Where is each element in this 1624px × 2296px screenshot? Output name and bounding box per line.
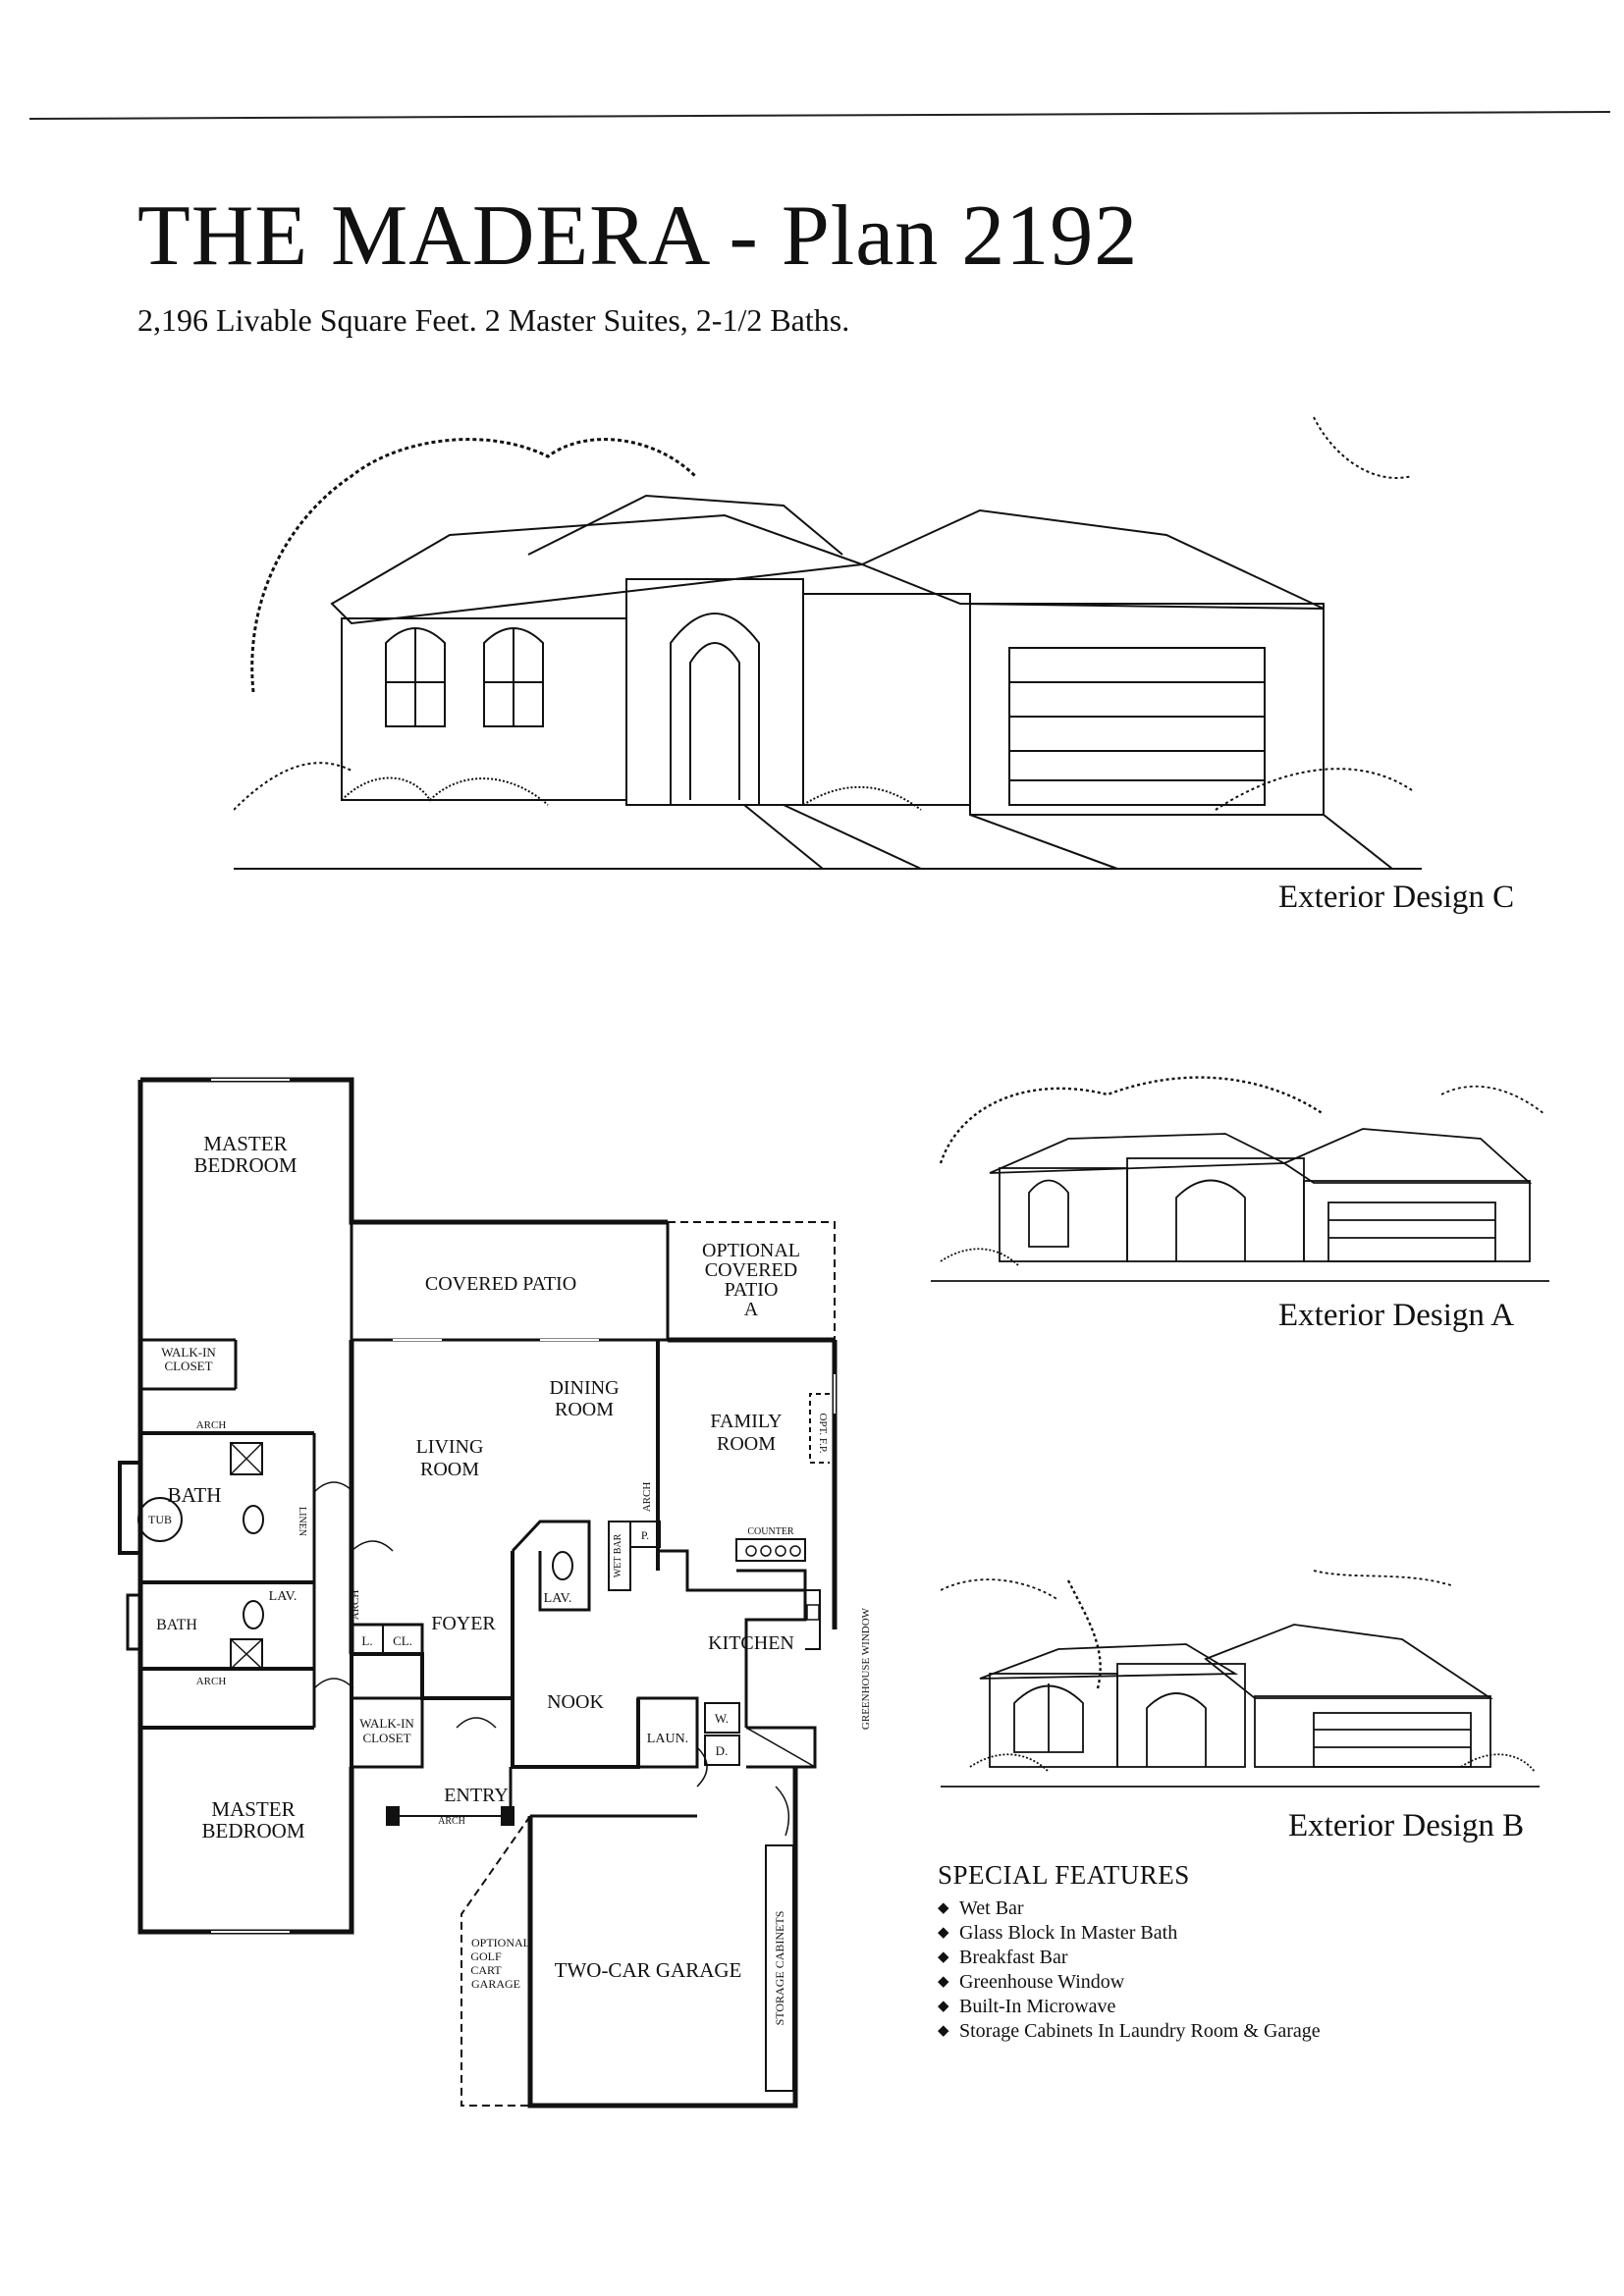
feature-item: Wet Bar (938, 1896, 1566, 1921)
storage-cabinets-label: STORAGE CABINETS (773, 1911, 786, 2026)
feature-item: Storage Cabinets In Laundry Room & Garag… (938, 2019, 1566, 2044)
golf-cart-garage-label-3: CART (470, 1963, 502, 1977)
top-rule (28, 110, 1610, 120)
special-features-list: Wet Bar Glass Block In Master Bath Break… (938, 1896, 1566, 2044)
special-features-heading: SPECIAL FEATURES (938, 1860, 1190, 1890)
golf-cart-garage-label-4: GARAGE (471, 1977, 520, 1991)
optional-patio-label: OPTIONAL (702, 1240, 800, 1261)
two-car-garage-label: TWO-CAR GARAGE (555, 1958, 742, 1982)
tub-label: TUB (148, 1513, 172, 1526)
living-room-label-2: ROOM (420, 1459, 479, 1480)
dryer-label: D. (716, 1743, 729, 1758)
feature-item: Glass Block In Master Bath (938, 1921, 1566, 1946)
golf-cart-garage-label-2: GOLF (470, 1949, 502, 1963)
bath-top-label: BATH (168, 1483, 222, 1507)
walk-in-closet-top-label-2: CLOSET (164, 1359, 212, 1373)
opt-fp-label: OPT. F.P. (817, 1413, 829, 1453)
covered-patio-label: COVERED PATIO (425, 1273, 576, 1295)
pantry-label: P. (641, 1528, 649, 1542)
optional-patio-label-2: COVERED (705, 1259, 797, 1281)
exterior-design-a-caption: Exterior Design A (1278, 1298, 1515, 1333)
tub-fixture (137, 1497, 183, 1542)
floor-plan: MASTER BEDROOM WALK-IN CLOSET ARCH BATH … (118, 1077, 872, 2109)
exterior-design-a-rendering (931, 1076, 1549, 1282)
family-room-label: FAMILY (710, 1411, 782, 1432)
greenhouse-window-label: GREENHOUSE WINDOW (860, 1607, 872, 1730)
dining-room-label: DINING (549, 1377, 619, 1399)
walk-in-closet-mid-label: WALK-IN (359, 1716, 414, 1731)
arch-living-label: ARCH (350, 1590, 361, 1621)
optional-patio-label-3: PATIO (725, 1279, 779, 1301)
feature-item: Built-In Microwave (938, 1995, 1566, 2019)
arch-top-label: ARCH (196, 1419, 227, 1431)
exterior-design-b-rendering (941, 1570, 1540, 1788)
linen-closet-label: L. (361, 1633, 372, 1648)
nook-label: NOOK (547, 1691, 604, 1713)
exterior-design-c-rendering (234, 416, 1422, 870)
laundry-label: LAUN. (647, 1732, 688, 1746)
master-bedroom-bottom-label: MASTER (211, 1797, 295, 1821)
arch-entry-label: ARCH (438, 1816, 465, 1827)
special-features: SPECIAL FEATURES Wet Bar Glass Block In … (938, 1860, 1566, 2044)
lav-left-label: LAV. (269, 1589, 298, 1604)
master-bedroom-bottom-label-2: BEDROOM (201, 1819, 304, 1842)
family-room-label-2: ROOM (717, 1433, 776, 1455)
page-subtitle: 2,196 Livable Square Feet. 2 Master Suit… (137, 302, 850, 338)
arch-dining-label: ARCH (641, 1482, 653, 1513)
counter-label: COUNTER (747, 1526, 794, 1537)
master-bedroom-top-label-2: BEDROOM (193, 1153, 297, 1177)
bath-bottom-label: BATH (156, 1617, 197, 1633)
golf-cart-garage-label: OPTIONAL (471, 1936, 530, 1949)
feature-item: Breakfast Bar (938, 1946, 1566, 1970)
living-room-label: LIVING (416, 1436, 484, 1458)
arch-bottom-label: ARCH (196, 1676, 227, 1687)
optional-patio-label-4: A (744, 1299, 759, 1320)
walk-in-closet-mid-label-2: CLOSET (362, 1731, 410, 1745)
wet-bar-label: WET BAR (613, 1533, 623, 1577)
coat-closet-label: CL. (393, 1633, 412, 1648)
kitchen-label: KITCHEN (708, 1632, 794, 1654)
entry-label: ENTRY (444, 1785, 509, 1806)
master-bedroom-top-label: MASTER (203, 1132, 287, 1155)
washer-label: W. (715, 1711, 729, 1726)
foyer-label: FOYER (431, 1613, 496, 1634)
dining-room-label-2: ROOM (555, 1399, 614, 1420)
walk-in-closet-top-label: WALK-IN (161, 1345, 216, 1360)
feature-item: Greenhouse Window (938, 1970, 1566, 1995)
exterior-design-c-caption: Exterior Design C (1278, 880, 1515, 915)
exterior-design-b-caption: Exterior Design B (1288, 1808, 1525, 1843)
lav-center-label: LAV. (544, 1591, 572, 1606)
page-title: THE MADERA - Plan 2192 (137, 188, 1139, 284)
linen-label: LINEN (297, 1507, 307, 1536)
